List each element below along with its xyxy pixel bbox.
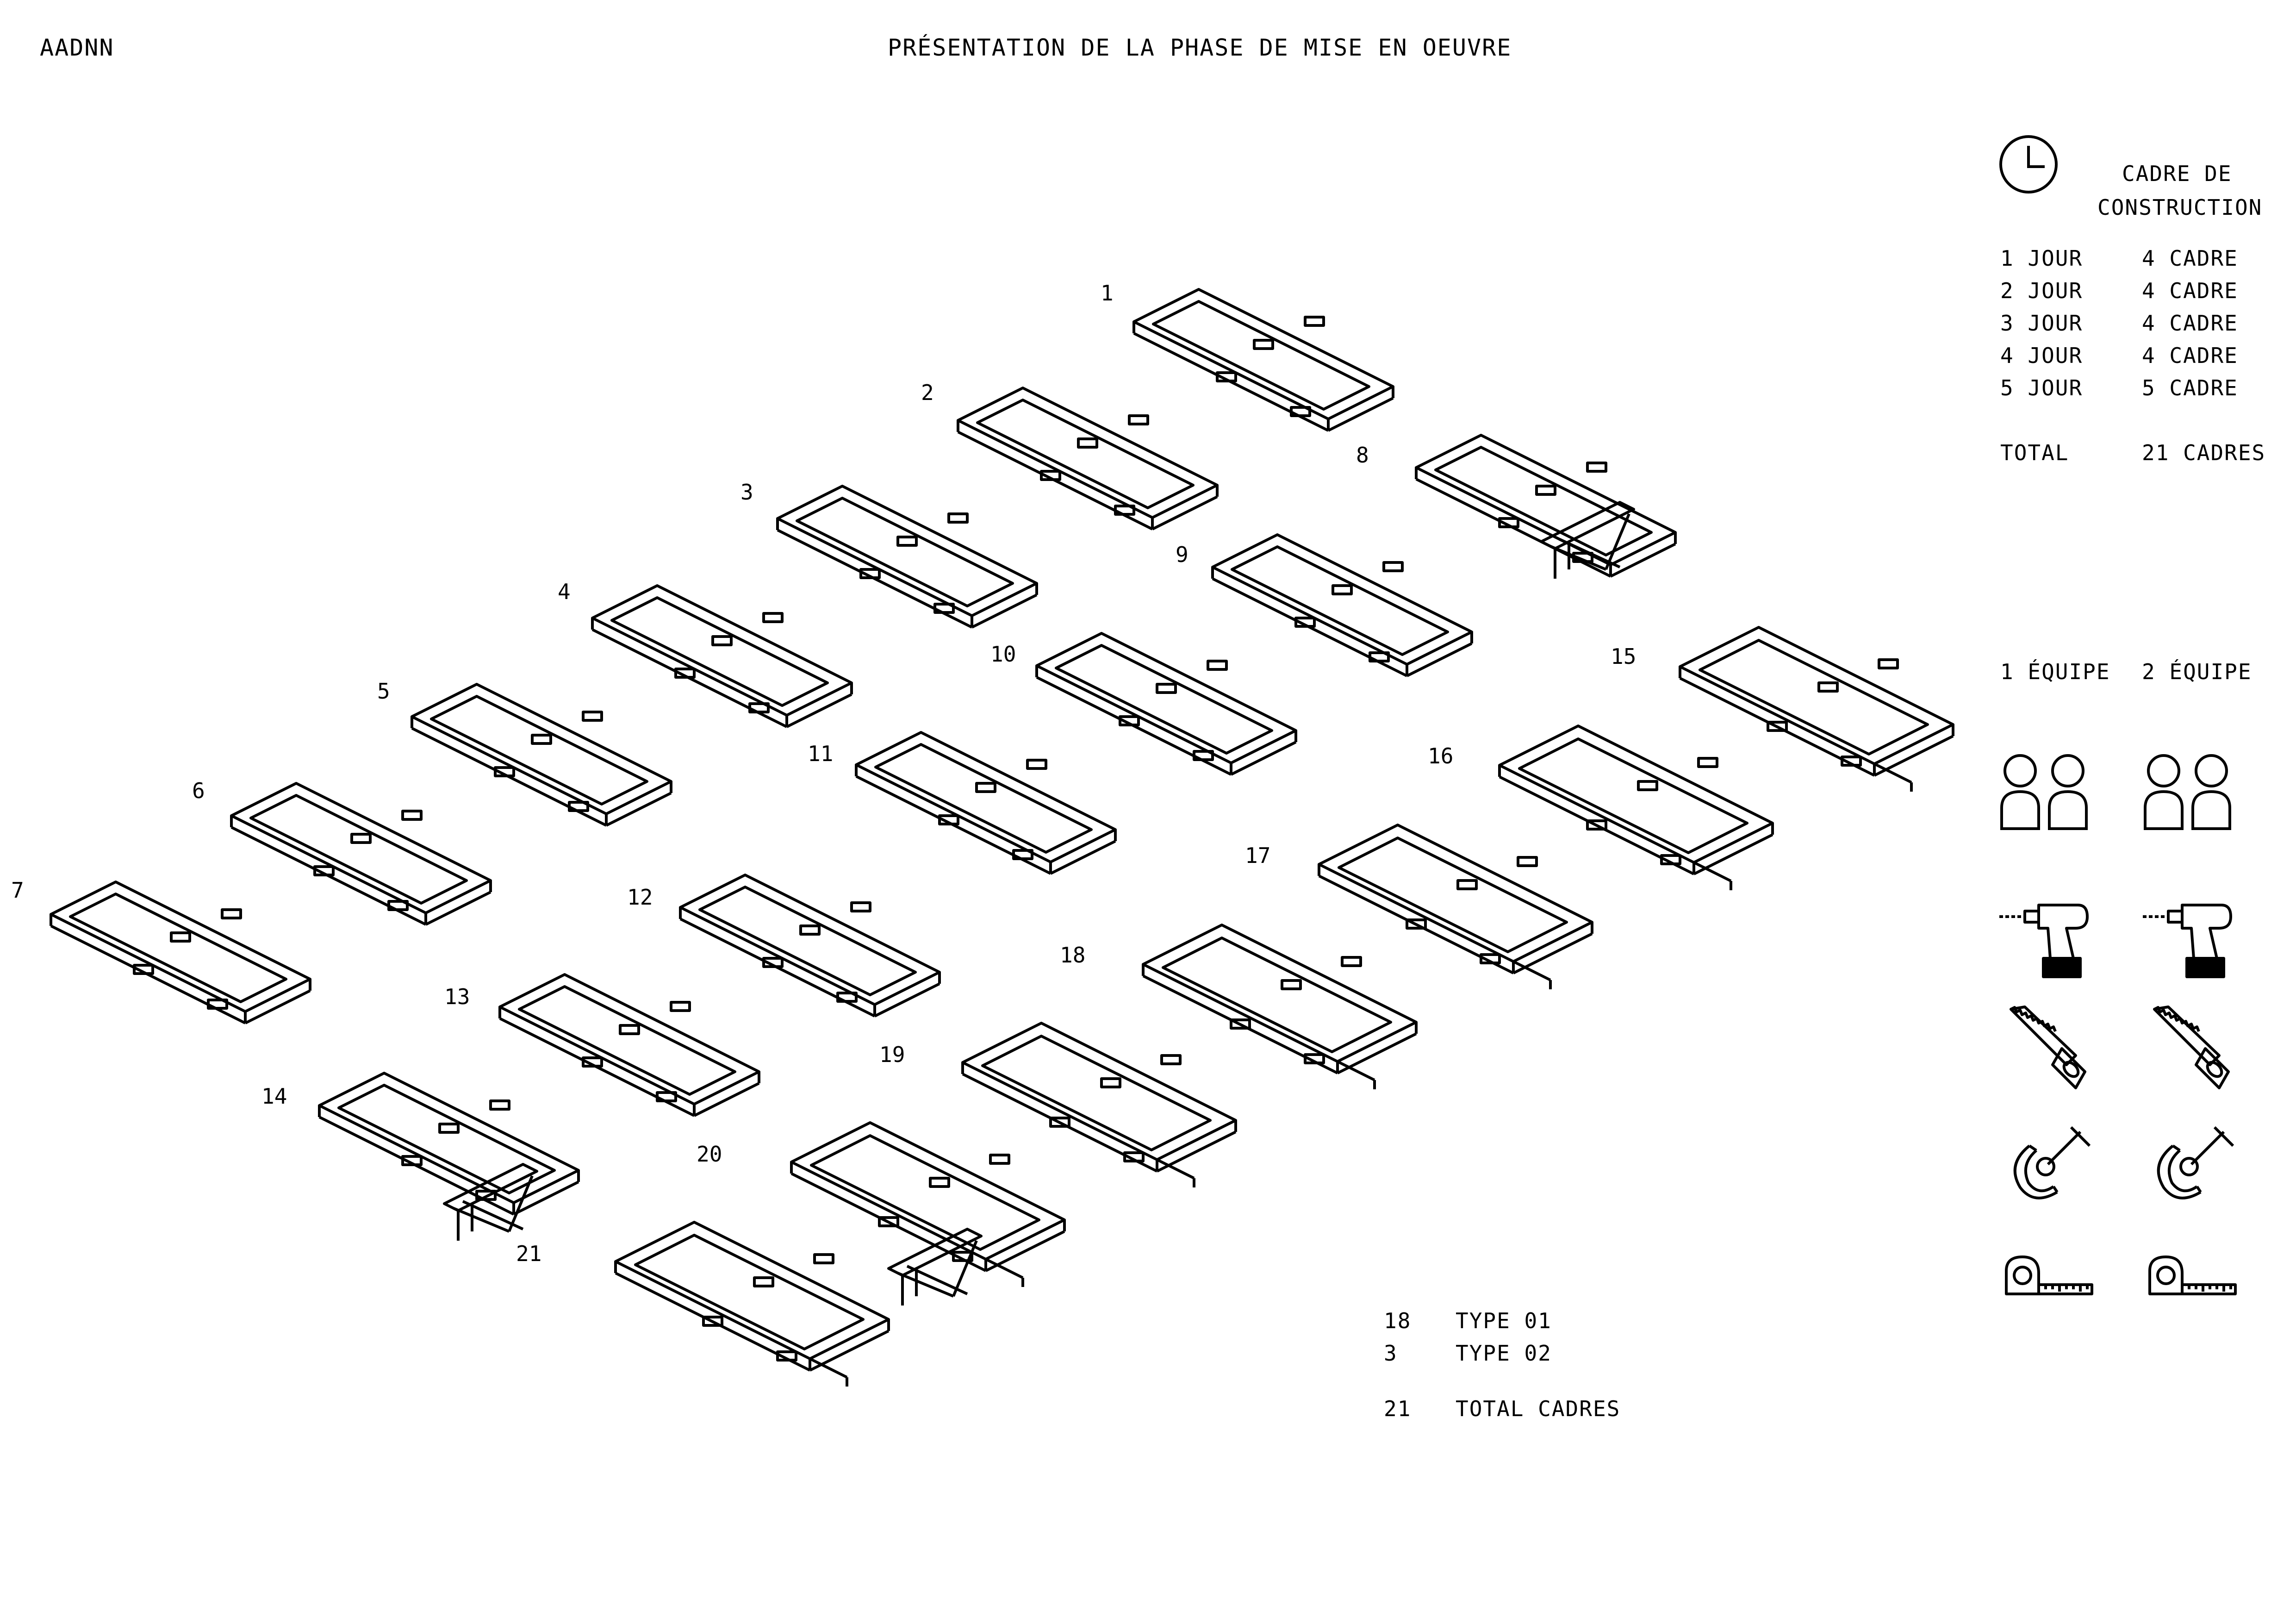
frame-label-3: 3 [740, 480, 753, 505]
clock-icon [1999, 135, 2058, 194]
frame-label-10: 10 [990, 642, 1016, 667]
schedule-frames-5: 5 CADRE [2142, 375, 2238, 400]
frame-label-20: 20 [697, 1142, 722, 1167]
frame-9 [1213, 535, 1472, 676]
team-1-label: 1 ÉQUIPE [2000, 659, 2110, 684]
summary-label-type02: TYPE 02 [1456, 1341, 1552, 1366]
frame-7 [51, 882, 310, 1023]
frame-label-1: 1 [1101, 281, 1114, 306]
page-title: PRÉSENTATION DE LA PHASE DE MISE EN OEUV… [888, 34, 1512, 61]
schedule-frames-1: 4 CADRE [2142, 246, 2238, 271]
saw-icon-team2 [2153, 1006, 2230, 1089]
frame-label-5: 5 [377, 679, 390, 704]
clamp-icon [2013, 1126, 2091, 1199]
frame-8 [1416, 435, 1675, 576]
schedule-frames-3: 4 CADRE [2142, 311, 2238, 336]
frame-label-2: 2 [921, 380, 934, 405]
schedule-title-line1: CADRE DE [2122, 161, 2232, 186]
schedule-total-value: 21 CADRES [2142, 440, 2266, 465]
summary-total-label: TOTAL CADRES [1456, 1396, 1621, 1421]
summary-count-type01: 18 [1384, 1308, 1412, 1333]
frame-14 [319, 1073, 579, 1214]
drill-icon [1999, 904, 2089, 978]
summary-count-type02: 3 [1384, 1341, 1398, 1366]
frame-4 [592, 586, 852, 727]
frame-label-4: 4 [558, 579, 571, 604]
frame-16 [1500, 726, 1773, 890]
schedule-day-5: 5 JOUR [2000, 375, 2083, 400]
frame-label-7: 7 [11, 878, 24, 903]
frame-21 [616, 1222, 889, 1387]
frame-label-11: 11 [808, 741, 834, 766]
frame-10 [1037, 633, 1296, 775]
frame-2 [958, 388, 1217, 529]
frame-label-19: 19 [879, 1042, 905, 1067]
frame-label-15: 15 [1611, 644, 1636, 669]
frame-5 [412, 684, 671, 825]
tape-measure-icon-team2 [2148, 1255, 2237, 1295]
frame-label-8: 8 [1356, 443, 1369, 468]
frame-6 [231, 783, 491, 924]
frame-8-brace [1541, 502, 1634, 579]
schedule-frames-2: 4 CADRE [2142, 278, 2238, 303]
summary-label-type01: TYPE 01 [1456, 1308, 1552, 1333]
schedule-title-line2: CONSTRUCTION [2097, 195, 2263, 220]
people-icon [2000, 754, 2088, 830]
frame-11 [856, 732, 1115, 874]
frame-label-18: 18 [1060, 943, 1086, 968]
tape-measure-icon [2005, 1255, 2093, 1295]
frame-label-9: 9 [1176, 542, 1188, 567]
frame-label-16: 16 [1428, 743, 1454, 768]
brand-label: AADNN [40, 34, 114, 61]
schedule-day-4: 4 JOUR [2000, 343, 2083, 368]
frame-15 [1680, 627, 1953, 792]
schedule-day-3: 3 JOUR [2000, 311, 2083, 336]
frame-label-6: 6 [192, 778, 205, 803]
frame-3 [778, 486, 1037, 627]
frame-20-brace [889, 1229, 981, 1305]
frame-12 [680, 875, 940, 1016]
schedule-total-label: TOTAL [2000, 440, 2069, 465]
drill-icon-team2 [2143, 904, 2232, 978]
frame-label-21: 21 [516, 1241, 542, 1266]
team-2-label: 2 ÉQUIPE [2142, 659, 2252, 684]
frame-label-14: 14 [261, 1084, 287, 1109]
frame-label-13: 13 [444, 984, 470, 1009]
saw-icon [2010, 1006, 2086, 1089]
people-icon-team2 [2144, 754, 2231, 830]
clamp-icon-team2 [2157, 1126, 2234, 1199]
summary-total-count: 21 [1384, 1396, 1412, 1421]
schedule-day-2: 2 JOUR [2000, 278, 2083, 303]
frame-13 [500, 974, 759, 1116]
frame-label-12: 12 [627, 885, 653, 910]
schedule-day-1: 1 JOUR [2000, 246, 2083, 271]
frame-1 [1134, 289, 1393, 431]
frame-18 [1143, 925, 1416, 1089]
schedule-frames-4: 4 CADRE [2142, 343, 2238, 368]
frame-label-17: 17 [1245, 843, 1271, 868]
